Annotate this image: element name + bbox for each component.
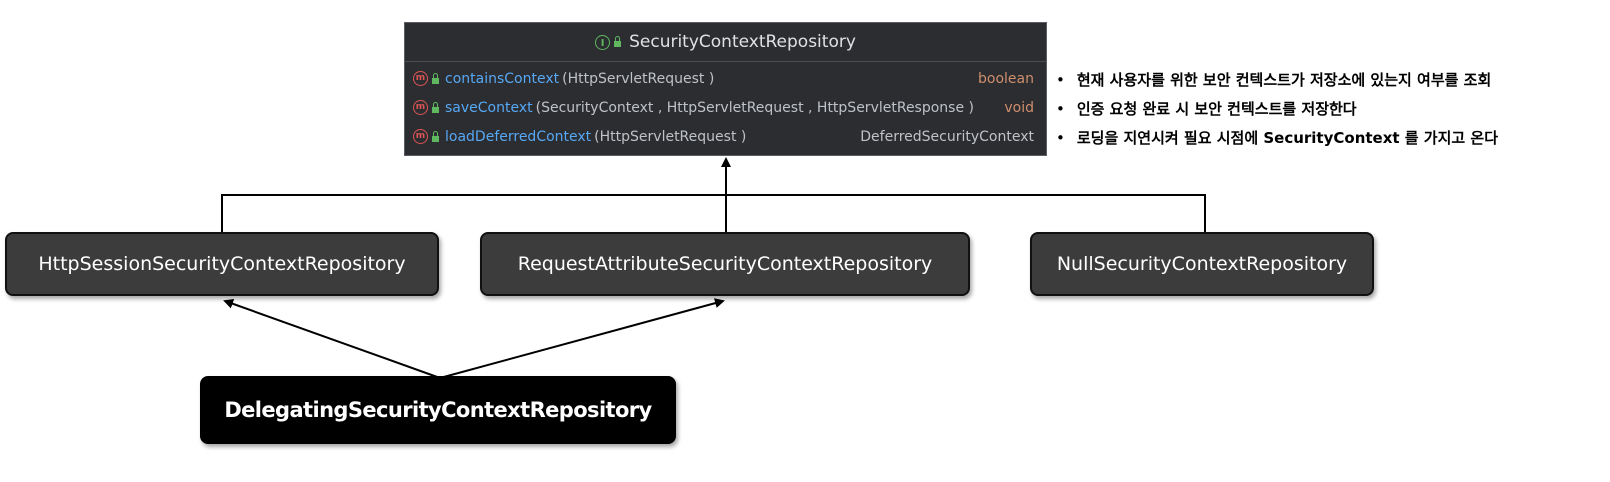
inherit-line-left (221, 194, 1206, 232)
interface-name: SecurityContextRepository (629, 32, 856, 52)
method-params: (HttpServletRequest ) (562, 70, 715, 87)
method-params: (SecurityContext , HttpServletRequest , … (535, 99, 974, 116)
method-return-type: boolean (978, 70, 1034, 87)
method-return-type: DeferredSecurityContext (860, 128, 1034, 145)
delegating-arrow-to-http-session (223, 298, 441, 379)
interface-icon: I (595, 34, 611, 50)
method-icon: m (413, 100, 428, 115)
method-icon: m (413, 129, 428, 144)
null-repository-box: NullSecurityContextRepository (1030, 232, 1374, 296)
delegating-repository-box: DelegatingSecurityContextRepository (200, 376, 676, 444)
public-lock-icon (432, 101, 439, 113)
method-params: (HttpServletRequest ) (594, 128, 747, 145)
note-contains-context: 현재 사용자를 위한 보안 컨텍스트가 저장소에 있는지 여부를 조회 (1056, 68, 1498, 97)
delegating-arrow-to-request-attribute (439, 298, 725, 379)
public-lock-icon (614, 36, 622, 47)
public-lock-icon (432, 130, 439, 142)
note-load-deferred-context: 로딩을 지연시켜 필요 시점에 SecurityContext 를 가지고 온다 (1056, 126, 1498, 155)
method-notes: 현재 사용자를 위한 보안 컨텍스트가 저장소에 있는지 여부를 조회 인증 요… (1056, 68, 1498, 155)
request-attribute-repository-box: RequestAttributeSecurityContextRepositor… (480, 232, 970, 296)
method-icon: m (413, 71, 428, 86)
method-row-save-context: m saveContext (SecurityContext , HttpSer… (405, 93, 1046, 122)
http-session-repository-box: HttpSessionSecurityContextRepository (5, 232, 439, 296)
method-name: saveContext (445, 99, 533, 116)
method-row-load-deferred-context: m loadDeferredContext (HttpServletReques… (405, 122, 1046, 151)
method-name: containsContext (445, 70, 560, 87)
public-lock-icon (432, 72, 439, 84)
security-context-repository-interface: I SecurityContextRepository m containsCo… (404, 22, 1047, 156)
note-save-context: 인증 요청 완료 시 보안 컨텍스트를 저장한다 (1056, 97, 1498, 126)
method-return-type: void (1004, 99, 1034, 116)
interface-header: I SecurityContextRepository (405, 23, 1046, 62)
method-name: loadDeferredContext (445, 128, 592, 145)
method-row-contains-context: m containsContext (HttpServletRequest ) … (405, 64, 1046, 93)
